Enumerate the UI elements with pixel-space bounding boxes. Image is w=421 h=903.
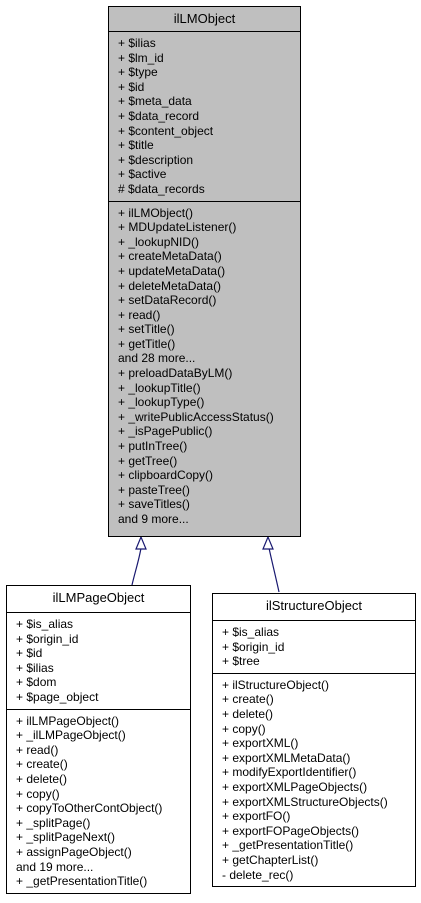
method-item: + _isPagePublic() xyxy=(118,424,213,439)
method-item: - delete_rec() xyxy=(222,867,294,882)
method-item: + exportXMLMetaData() xyxy=(222,750,351,765)
class-box-illmobject: ilLMObject + $ilias+ $lm_id+ $type+ $id+… xyxy=(108,6,301,537)
method-item: + setDataRecord() xyxy=(118,293,217,308)
method-item: + _lookupNID() xyxy=(118,234,200,249)
attribute-item: + $meta_data xyxy=(118,94,192,109)
attribute-item: + $page_object xyxy=(16,689,99,704)
attribute-item: + $id xyxy=(118,79,145,94)
attribute-item: + $type xyxy=(118,65,158,80)
method-item: and 19 more... xyxy=(16,859,94,874)
attribute-item: + $origin_id xyxy=(222,639,285,654)
method-item: + _getPresentationTitle() xyxy=(16,874,148,889)
attribute-item: + $ilias xyxy=(118,36,156,50)
attribute-item: + $active xyxy=(118,167,167,182)
method-item: + _getPresentationTitle() xyxy=(222,838,354,853)
method-item: + delete() xyxy=(222,706,274,721)
method-item: and 28 more... xyxy=(118,351,196,366)
method-item: + deleteMetaData() xyxy=(118,278,222,293)
method-list: + ilLMPageObject()+ _ilLMPageObject()+ r… xyxy=(7,710,190,893)
attribute-item: + $is_alias xyxy=(222,625,280,639)
method-item: + createMetaData() xyxy=(118,249,222,264)
method-item: + exportXML() xyxy=(222,736,299,751)
method-item: + modifyExportIdentifier() xyxy=(222,765,357,780)
class-title: ilLMObject xyxy=(109,7,300,32)
class-title: ilStructureObject xyxy=(213,594,415,621)
method-item: + ilLMObject() xyxy=(118,205,194,220)
edge-structure-to-base xyxy=(268,547,280,593)
method-item: + _lookupTitle() xyxy=(118,380,201,395)
method-item: + clipboardCopy() xyxy=(118,468,214,483)
method-item: + pasteTree() xyxy=(118,482,190,497)
method-item: + assignPageObject() xyxy=(16,844,132,859)
edge-page-to-base xyxy=(131,547,142,586)
method-item: + MDUpdateListener() xyxy=(118,220,237,235)
attribute-list: + $is_alias+ $origin_id+ $id+ $ilias+ $d… xyxy=(7,613,190,710)
attribute-item: + $lm_id xyxy=(118,50,164,65)
method-item: + create() xyxy=(16,757,68,772)
method-item: + exportFOPageObjects() xyxy=(222,823,360,838)
attribute-item: + $data_record xyxy=(118,108,200,123)
class-box-illmpageobject: ilLMPageObject + $is_alias+ $origin_id+ … xyxy=(6,585,191,894)
attribute-item: + $content_object xyxy=(118,123,214,138)
method-item: + _ilLMPageObject() xyxy=(16,728,126,743)
class-title: ilLMPageObject xyxy=(7,586,190,613)
method-item: + copy() xyxy=(222,721,266,736)
method-item: + getChapterList() xyxy=(222,852,319,867)
method-list: + ilStructureObject()+ create()+ delete(… xyxy=(213,674,415,886)
method-item: + updateMetaData() xyxy=(118,263,226,278)
method-item: + _lookupType() xyxy=(118,395,205,410)
arrowhead-page xyxy=(135,535,147,550)
attribute-list: + $ilias+ $lm_id+ $type+ $id+ $meta_data… xyxy=(109,32,300,202)
method-item: + saveTitles() xyxy=(118,497,190,512)
method-item: + setTitle() xyxy=(118,322,175,337)
attribute-item: + $tree xyxy=(222,654,260,669)
attribute-item: # $data_records xyxy=(118,181,205,196)
attribute-item: + $origin_id xyxy=(16,631,79,646)
method-item: + getTree() xyxy=(118,453,178,468)
method-item: + copyToOtherContObject() xyxy=(16,801,163,816)
attribute-list: + $is_alias+ $origin_id+ $tree xyxy=(213,621,415,674)
method-item: + exportFO() xyxy=(222,809,291,824)
method-item: + preloadDataByLM() xyxy=(118,366,233,381)
attribute-item: + $title xyxy=(118,138,154,153)
method-item: + delete() xyxy=(16,771,68,786)
attribute-item: + $description xyxy=(118,152,194,167)
attribute-item: + $ilias xyxy=(16,660,54,675)
method-item: + _writePublicAccessStatus() xyxy=(118,409,274,424)
arrowhead-structure xyxy=(262,535,274,550)
attribute-item: + $dom xyxy=(16,675,57,690)
method-item: + ilStructureObject() xyxy=(222,677,330,692)
method-item: + ilLMPageObject() xyxy=(16,713,120,728)
method-item: + exportXMLStructureObjects() xyxy=(222,794,388,809)
method-item: + getTitle() xyxy=(118,336,176,351)
attribute-item: + $id xyxy=(16,646,43,661)
method-item: + read() xyxy=(118,307,161,322)
method-item: + _splitPageNext() xyxy=(16,830,116,845)
method-list: + ilLMObject()+ MDUpdateListener()+ _loo… xyxy=(109,202,300,531)
method-item: + _splitPage() xyxy=(16,815,91,830)
method-item: + putInTree() xyxy=(118,439,188,454)
attribute-item: + $is_alias xyxy=(16,617,74,631)
method-item: and 9 more... xyxy=(118,512,189,526)
method-item: + create() xyxy=(222,692,274,707)
method-item: + exportXMLPageObjects() xyxy=(222,779,368,794)
method-item: + read() xyxy=(16,742,59,757)
method-item: + copy() xyxy=(16,786,60,801)
class-box-ilstructureobject: ilStructureObject + $is_alias+ $origin_i… xyxy=(212,593,416,887)
